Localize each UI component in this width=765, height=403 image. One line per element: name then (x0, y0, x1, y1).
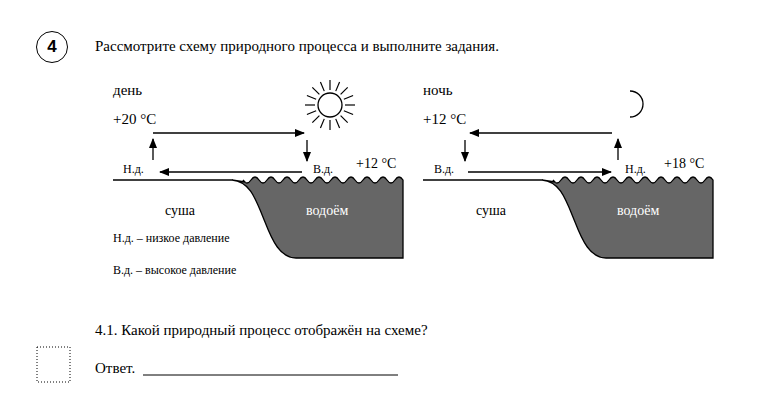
sun-ray (307, 95, 316, 99)
sun-icon (305, 80, 355, 130)
water-body (232, 177, 713, 258)
task-number: 4 (36, 31, 68, 63)
water-body (232, 177, 403, 258)
water-body (542, 177, 713, 258)
callout-number: 4 (47, 37, 56, 57)
panel-title: ночь (423, 82, 453, 99)
pressure-label: В.д. (434, 163, 454, 177)
sun-ray (305, 104, 315, 105)
task-title: Рассмотрите схему природного процесса и … (95, 38, 499, 55)
panel-title: день (113, 82, 142, 99)
land-label: суша (165, 203, 195, 219)
sun-ray (336, 119, 340, 128)
question-text: 4.1. Какой природный процесс отображён н… (95, 322, 428, 339)
land-label: суша (476, 203, 506, 219)
answer-label: Ответ. (95, 360, 135, 377)
answer-line (143, 375, 398, 376)
sun-ray (307, 111, 316, 115)
sun-ray (320, 82, 324, 91)
temperature: +20 °C (113, 111, 156, 128)
pressure-label: Н.д. (625, 163, 646, 177)
land-surface (423, 179, 542, 181)
water-label: водоём (617, 203, 659, 219)
moon-icon (630, 91, 643, 117)
sun-ray (344, 95, 353, 99)
temperature: +12 °C (423, 111, 466, 128)
sun-ray (336, 82, 340, 91)
legend-note: В.д. – высокое давление (113, 264, 236, 278)
sun-ray (344, 111, 353, 115)
sun-ray (345, 104, 355, 105)
sun-ray (341, 116, 348, 123)
pressure-label: Н.д. (123, 163, 144, 177)
air-circulation (465, 133, 618, 172)
sun-ray (312, 116, 319, 123)
sun-ray (329, 80, 330, 90)
air-circulation (153, 133, 307, 172)
temperature: +12 °C (356, 156, 396, 172)
sun-ray (329, 120, 330, 130)
legend-note: Н.д. – низкое давление (113, 232, 229, 246)
answer-box (37, 347, 70, 382)
pressure-label: В.д. (313, 163, 333, 177)
sun-ray (341, 87, 348, 94)
water-label: водоём (306, 203, 348, 219)
sun-ray (320, 119, 324, 128)
temperature: +18 °C (664, 156, 704, 172)
land-surface (113, 179, 232, 181)
sun-ray (312, 87, 319, 94)
